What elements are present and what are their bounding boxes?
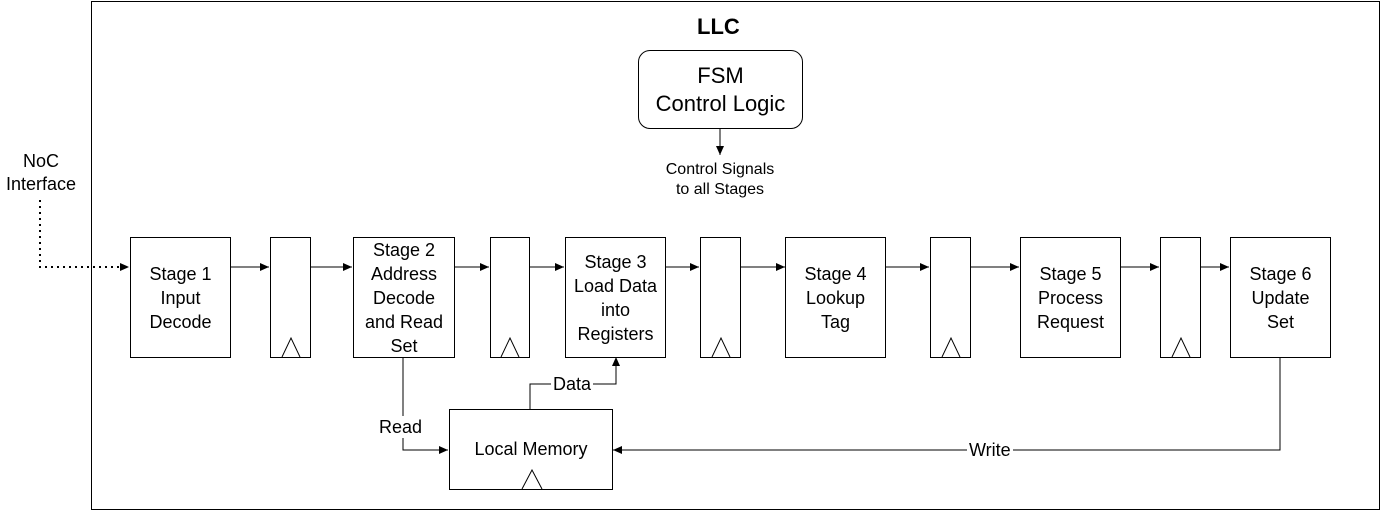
- clock-triangle-icon: [711, 336, 731, 358]
- clock-triangle-icon: [1171, 336, 1191, 358]
- stage-6-block: Stage 6 Update Set: [1230, 237, 1331, 358]
- clock-triangle-icon: [281, 336, 301, 358]
- pipeline-register-1: [270, 237, 311, 358]
- local-memory-label: Local Memory: [474, 439, 588, 459]
- stage-3-block: Stage 3 Load Data into Registers: [565, 237, 666, 358]
- control-signals-note: Control Signals to all Stages: [665, 161, 775, 198]
- fsm-label: FSM: [697, 62, 744, 88]
- fsm-sublabel: Control Logic: [655, 90, 786, 116]
- stage-5-block: Stage 5 Process Request: [1020, 237, 1121, 358]
- noc-input-arrow: [39, 200, 129, 271]
- write-edge-label: Write: [967, 439, 1013, 461]
- read-edge-label: Read: [379, 416, 423, 438]
- pipeline-register-2: [490, 237, 530, 358]
- stage-4-block: Stage 4 Lookup Tag: [785, 237, 886, 358]
- stage-2-block: Stage 2 Address Decode and Read Set: [353, 237, 455, 358]
- llc-title: LLC: [697, 14, 740, 39]
- data-edge-label: Data: [551, 373, 594, 395]
- llc-boundary: [91, 1, 1380, 510]
- noc-interface-label: NoC Interface: [5, 151, 77, 194]
- pipeline-register-3: [700, 237, 741, 358]
- pipeline-register-4: [930, 237, 971, 358]
- local-memory-block: Local Memory: [449, 409, 613, 490]
- clock-triangle-icon: [941, 336, 961, 358]
- clock-triangle-icon: [500, 336, 520, 358]
- pipeline-register-5: [1160, 237, 1201, 358]
- stage-1-block: Stage 1 Input Decode: [130, 237, 231, 358]
- fsm-control-logic-block: FSM Control Logic: [638, 50, 803, 129]
- clock-triangle-icon: [521, 469, 543, 489]
- write-arrow: [613, 357, 1281, 454]
- read-arrow: [402, 357, 448, 454]
